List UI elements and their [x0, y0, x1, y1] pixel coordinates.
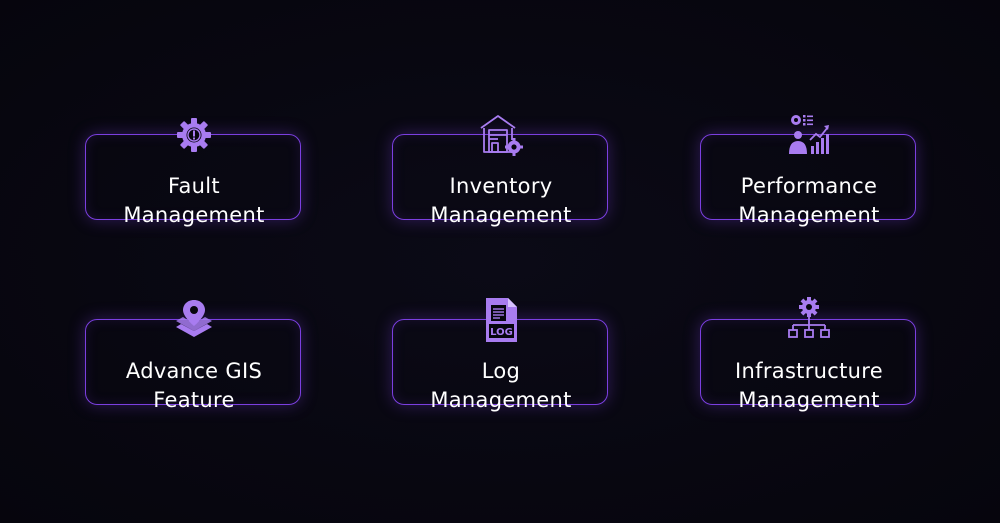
card-advance-gis-feature: Advance GIS Feature — [85, 300, 301, 412]
log-file-icon: LOG — [476, 295, 526, 345]
card-performance-management: Performance Management — [700, 115, 916, 227]
card-inventory-management: Inventory Management — [392, 115, 608, 227]
performance-chart-icon — [784, 110, 834, 160]
card-label: Inventory Management — [430, 174, 572, 227]
map-layers-pin-icon — [169, 295, 219, 345]
card-fault-management: Fault Management — [85, 118, 301, 227]
gear-alert-icon — [169, 110, 219, 160]
card-label: Fault Management — [123, 174, 265, 227]
gear-hierarchy-icon — [784, 295, 834, 345]
card-label: Advance GIS Feature — [125, 359, 263, 412]
card-infrastructure-management: Infrastructure Management — [700, 297, 916, 412]
log-icon-text: LOG — [490, 327, 513, 338]
card-log-management: LOG Log Management — [392, 298, 608, 412]
card-label: Infrastructure Management — [735, 359, 883, 412]
card-label: Performance Management — [738, 174, 880, 227]
warehouse-gear-icon — [476, 110, 526, 160]
card-label: Log Management — [430, 359, 572, 412]
